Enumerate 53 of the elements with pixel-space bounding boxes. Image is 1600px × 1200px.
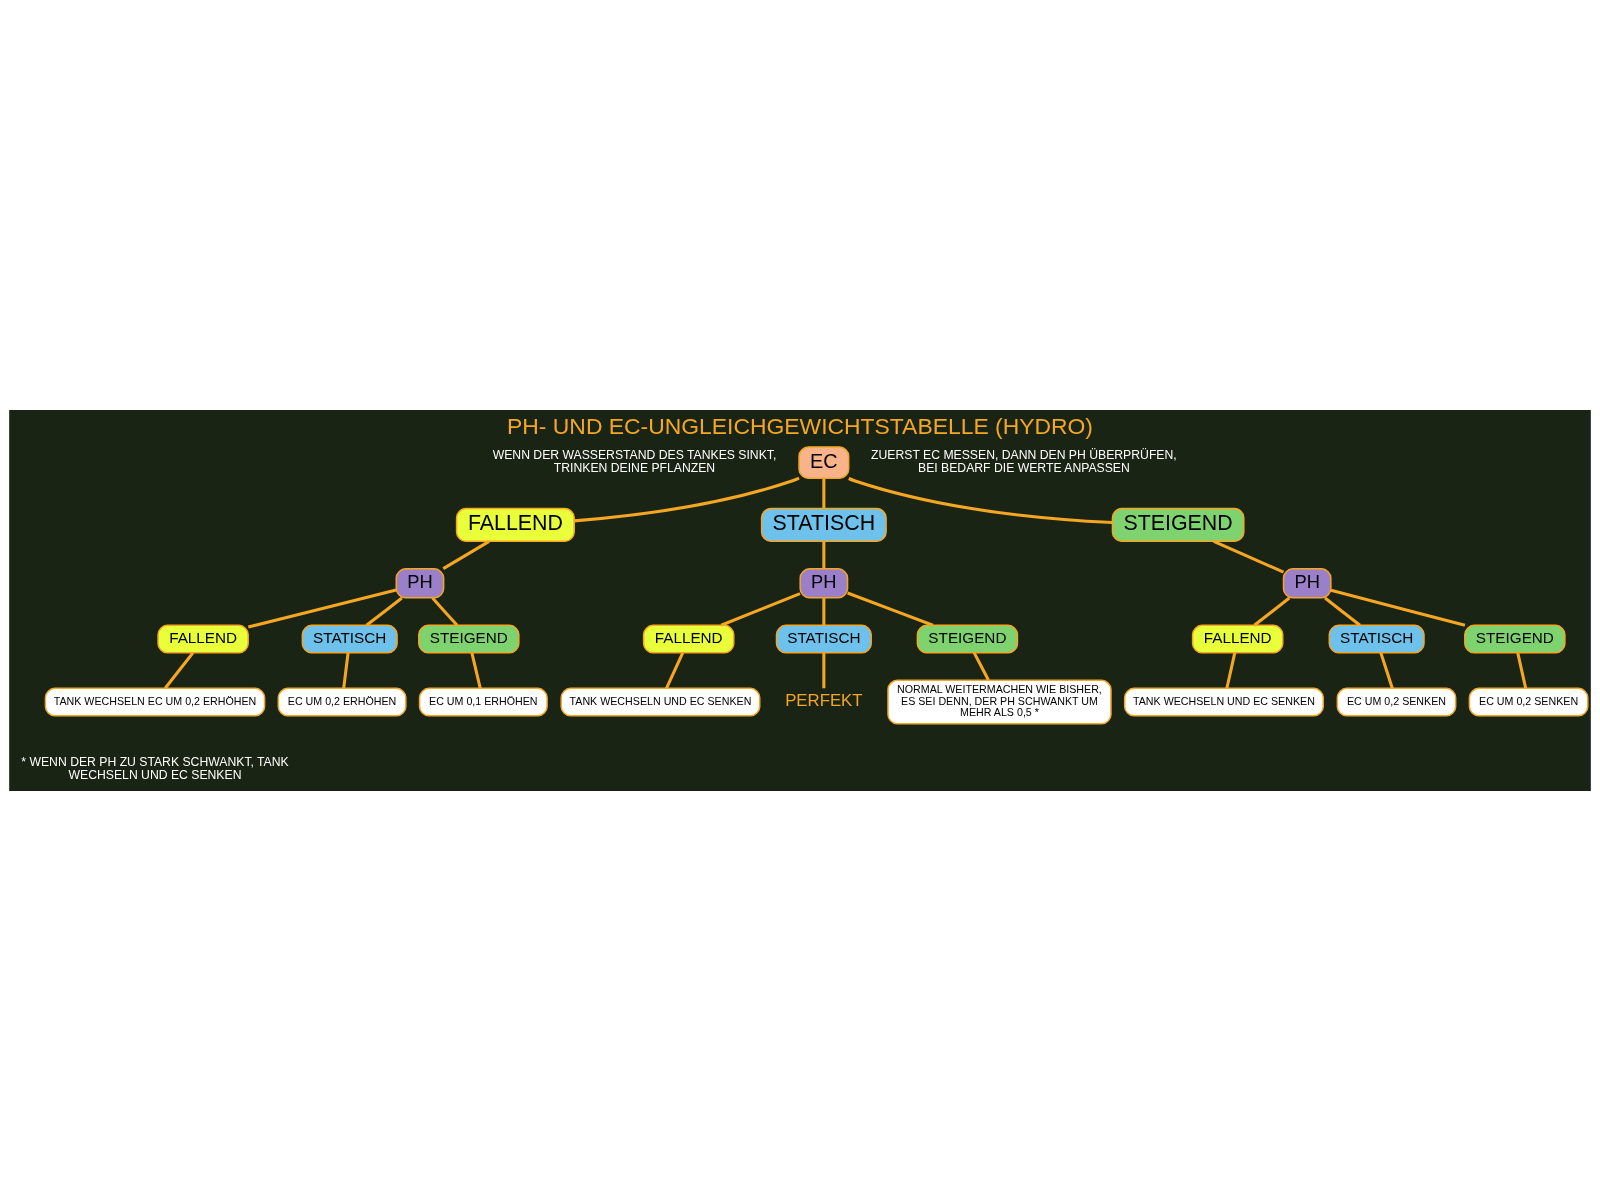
node-box: STATISCH	[760, 507, 887, 542]
connector	[822, 477, 826, 508]
node-box: STEIGEND	[1464, 624, 1566, 654]
node-box: FALLEND	[642, 624, 735, 654]
connector	[1324, 596, 1361, 626]
connector	[342, 652, 350, 688]
connector	[574, 476, 800, 522]
node-box: STATISCH	[1328, 624, 1425, 654]
connector	[164, 651, 195, 689]
node-box: PH	[395, 567, 445, 599]
connector	[365, 596, 403, 627]
connector	[822, 652, 826, 688]
node-box: STEIGEND	[418, 624, 520, 654]
node-box: STATISCH	[301, 624, 398, 654]
node-box: EC UM 0,2 ERHÖHEN	[277, 687, 407, 717]
label: WENN DER WASSERSTAND DES TANKES SINKT, TRINKEN DEINE PFLANZEN	[492, 447, 777, 475]
node-box: STEIGEND	[1111, 507, 1245, 542]
connector	[822, 541, 826, 569]
connector	[972, 651, 990, 681]
node-box: EC UM 0,2 SENKEN	[1336, 687, 1457, 717]
node-box: EC UM 0,2 SENKEN	[1468, 687, 1589, 717]
connector	[247, 588, 397, 628]
label: ZUERST EC MESSEN, DANN DEN PH ÜBERPRÜFEN, BEI BEDARF DIE WERTE ANPASSEN	[871, 447, 1177, 475]
diagram-title: PH- UND EC-UNGLEICHGEWICHTSTABELLE (HYDRO)	[507, 412, 1093, 439]
node-box: EC	[798, 445, 850, 479]
connector	[1213, 539, 1285, 573]
node-box: EC UM 0,1 ERHÖHEN	[418, 687, 548, 717]
connector	[1379, 651, 1394, 689]
node-box: TANK WECHSELN UND EC SENKEN	[1123, 687, 1324, 717]
node-box: FALLEND	[157, 624, 249, 654]
node-text: PERFEKT	[785, 690, 863, 710]
connector	[665, 651, 685, 689]
node-box: PH	[1282, 567, 1332, 599]
connector	[1253, 596, 1291, 626]
connector	[1225, 652, 1237, 689]
node-box: STEIGEND	[916, 624, 1019, 654]
connector	[1330, 588, 1466, 627]
node-box: TANK WECHSELN UND EC SENKEN	[560, 687, 761, 717]
connector	[822, 597, 826, 625]
node-box: STATISCH	[775, 624, 872, 654]
node-box: FALLEND	[455, 507, 575, 542]
node-box: TANK WECHSELN EC UM 0,2 ERHÖHEN	[44, 687, 266, 717]
node-box: FALLEND	[1191, 624, 1284, 654]
connector	[1516, 652, 1528, 689]
connector	[847, 591, 934, 627]
connector	[848, 476, 1113, 524]
node-box: NORMAL WEITERMACHEN WIE BISHER, ES SEI DENN, DER PH SCHWANKT UM MEHR ALS 0,5 *	[887, 679, 1112, 725]
connector	[720, 591, 801, 627]
connector	[431, 596, 459, 626]
connector	[442, 539, 490, 570]
node-box: PH	[799, 567, 849, 599]
connector	[470, 652, 482, 689]
label: * WENN DER PH ZU STARK SCHWANKT, TANK WECHSELN UND EC SENKEN	[21, 754, 289, 782]
